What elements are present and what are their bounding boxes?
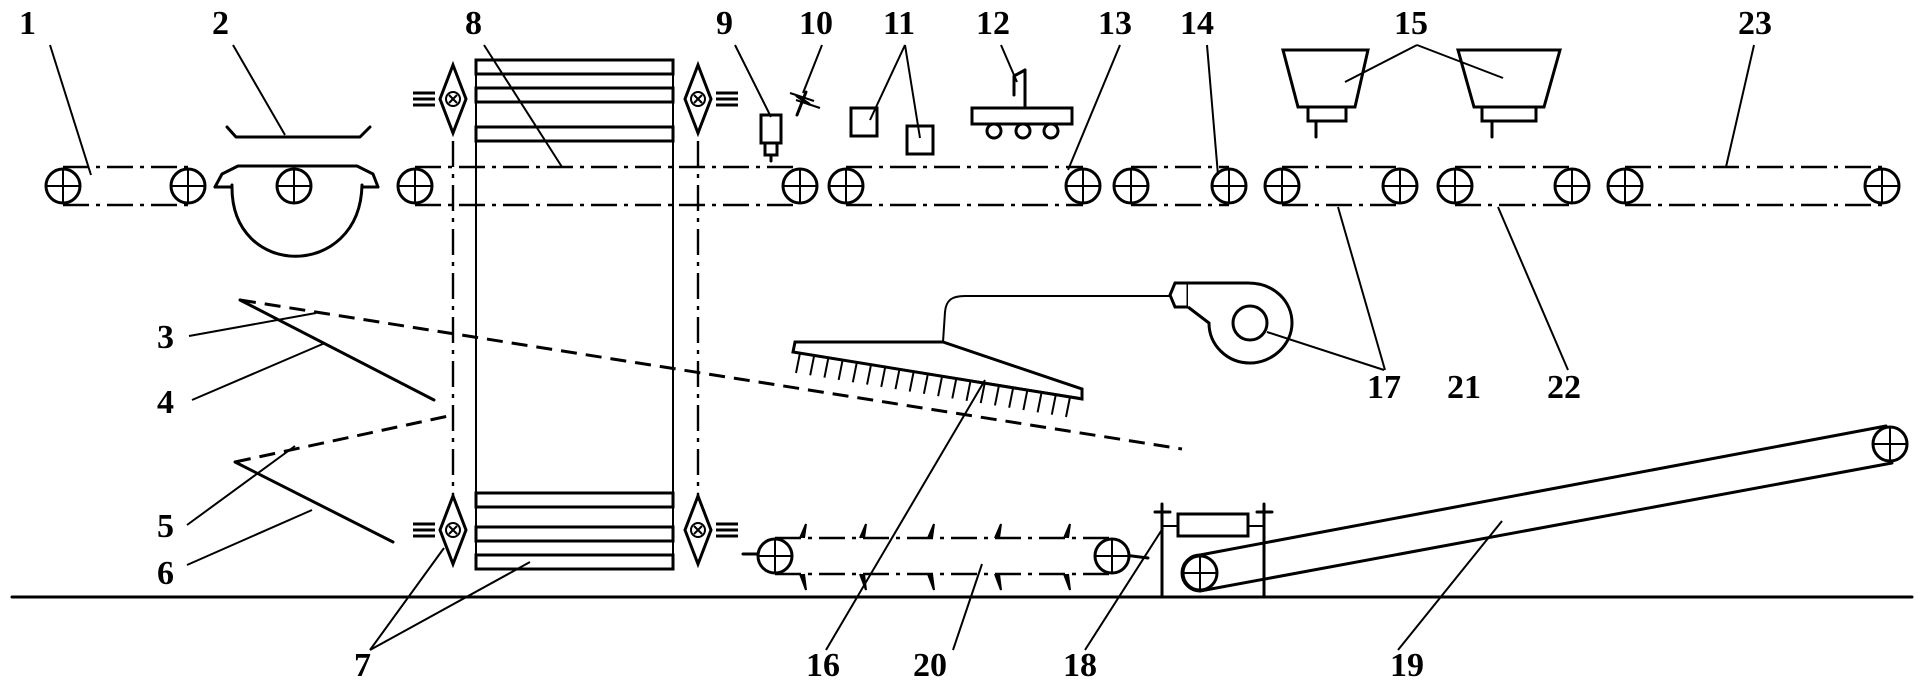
conveyor-13 (827, 165, 1102, 207)
reference-labels: 1 2 3 4 5 6 7 8 9 10 11 12 13 14 15 16 1… (19, 5, 1772, 684)
nozzle-tip (937, 375, 944, 397)
press-unit-2 (213, 125, 380, 258)
scraper-flight (1063, 573, 1071, 591)
nozzle-tip (1008, 387, 1015, 408)
leader-lines (49, 44, 1755, 651)
nozzle-tip (951, 378, 958, 399)
scraper-flight (994, 523, 1002, 539)
nozzle-tip (880, 366, 887, 388)
label-23: 23 (1738, 5, 1772, 42)
label-11: 11 (883, 5, 915, 42)
conveyor-23 (1606, 165, 1901, 207)
nozzle-tip (1065, 396, 1071, 418)
label-7: 7 (354, 647, 371, 684)
conveyor-8 (396, 165, 819, 207)
label-4: 4 (157, 384, 174, 421)
conveyor-22 (1436, 165, 1591, 207)
nozzle-tip (823, 357, 830, 378)
label-19: 19 (1390, 647, 1424, 684)
label-21: 21 (1447, 369, 1481, 406)
nozzle-tip (851, 362, 858, 383)
hopper-icon (1456, 48, 1562, 139)
lamp-10 (789, 90, 821, 117)
nozzle-tip (795, 352, 801, 374)
conveyor-14 (1112, 165, 1248, 207)
marking-head-12 (970, 68, 1074, 140)
nozzle-tip (866, 364, 873, 385)
conveyor-1 (44, 165, 207, 207)
label-1: 1 (19, 5, 36, 42)
nozzle-tip (1022, 389, 1029, 411)
spray-manifold-16 (791, 295, 1175, 418)
cleaning-unit-18 (1153, 502, 1274, 599)
scraper-flight (1063, 523, 1071, 539)
scraper-flight (927, 523, 935, 539)
nozzle-tip (1050, 394, 1057, 415)
hopper-icon (1281, 48, 1370, 139)
dashed-path-3 (239, 298, 1183, 451)
label-14: 14 (1180, 5, 1214, 42)
label-9: 9 (716, 5, 733, 42)
scraper-flight (799, 573, 807, 591)
dashed-path-5 (234, 413, 454, 464)
nozzle-tip (837, 359, 844, 381)
scraper-flight (994, 573, 1002, 591)
fan-icon (1168, 281, 1294, 365)
inclined-conveyor-19 (1180, 424, 1909, 593)
scraper-conveyor-20 (741, 523, 1150, 591)
label-12: 12 (976, 5, 1010, 42)
label-2: 2 (212, 5, 229, 42)
label-13: 13 (1098, 5, 1132, 42)
label-18: 18 (1063, 647, 1097, 684)
deflector-plate-4 (238, 298, 436, 402)
chain-frame-7 (411, 58, 740, 571)
label-8: 8 (465, 5, 482, 42)
nozzle-tip (1036, 392, 1043, 413)
nozzle-tip (922, 373, 929, 395)
nozzle-icon (795, 352, 1071, 418)
label-20: 20 (913, 647, 947, 684)
conveyor-21 (1263, 165, 1419, 207)
label-22: 22 (1547, 369, 1581, 406)
nozzle-tip (894, 369, 901, 390)
sensor-9 (759, 113, 783, 163)
scraper-flight (927, 573, 935, 591)
label-6: 6 (157, 555, 174, 592)
nozzle-tip (965, 380, 972, 401)
nozzle-tip (993, 385, 1000, 406)
label-17: 17 (1367, 369, 1401, 406)
label-15: 15 (1394, 5, 1428, 42)
label-3: 3 (157, 319, 174, 356)
deflector-plate-6 (233, 460, 395, 544)
sensor-box-11b (905, 124, 935, 156)
nozzle-tip (979, 382, 986, 404)
scraper-flight (799, 523, 807, 539)
nozzle-tip (908, 371, 915, 392)
label-10: 10 (799, 5, 833, 42)
scraper-flight (859, 523, 867, 539)
nozzle-tip (809, 355, 816, 376)
label-16: 16 (806, 647, 840, 684)
label-5: 5 (157, 508, 174, 545)
